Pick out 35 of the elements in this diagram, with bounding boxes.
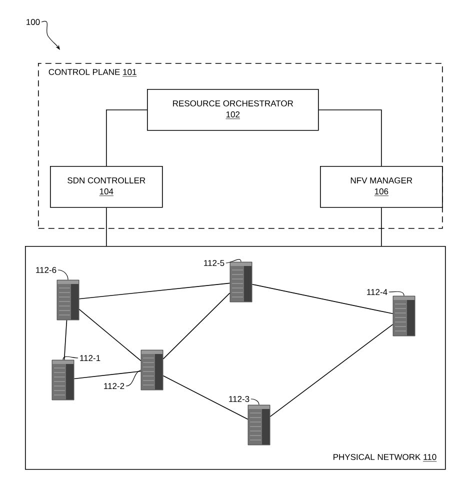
connector-line: [318, 110, 382, 166]
reference-label: 112-6: [36, 267, 56, 273]
leader-line: [62, 356, 78, 360]
leader-line: [58, 270, 68, 280]
reference-label: 112-5: [204, 260, 224, 266]
reference-label: 112-3: [229, 396, 250, 402]
server-drawing: [140, 350, 164, 390]
connector-line: [106, 207, 107, 246]
reference-label: 112-1: [80, 355, 100, 361]
component-box: NFV MANAGER 106: [320, 166, 443, 208]
reference-label: 100: [26, 19, 40, 25]
network-link: [78, 282, 230, 300]
server-drawing: [230, 262, 252, 302]
server-drawing: [52, 360, 74, 400]
leader-line: [250, 398, 260, 406]
leader-line: [388, 291, 404, 296]
network-link: [162, 292, 230, 360]
reference-label: 112-4: [367, 289, 388, 295]
network-link: [252, 284, 394, 314]
component-box: RESOURCE ORCHESTRATOR 102: [147, 89, 319, 131]
network-link: [270, 324, 394, 417]
reference-label: 112-2: [104, 383, 124, 389]
network-link: [64, 320, 68, 360]
server-drawing: [392, 296, 416, 336]
leader-line: [226, 259, 242, 264]
connector-line: [381, 207, 382, 246]
component-box: SDN CONTROLLER 104: [50, 166, 163, 208]
reference-arrow: [41, 20, 60, 50]
network-link: [162, 375, 248, 420]
server-drawing: [56, 280, 80, 320]
network-link: [78, 308, 142, 362]
network-link: [74, 370, 142, 380]
connector-line: [106, 110, 148, 166]
leader-line: [126, 370, 142, 386]
server-drawing: [248, 404, 270, 446]
